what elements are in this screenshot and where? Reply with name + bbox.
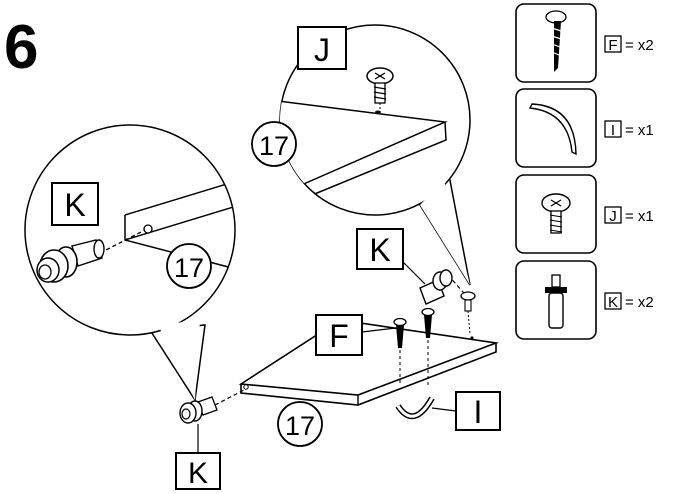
part-letter-i: I — [611, 122, 615, 139]
part-qty-j: = x1 — [625, 208, 654, 225]
callout-box — [455, 391, 501, 431]
callout-box — [356, 228, 404, 270]
zoom-bubble-top: J 17 — [251, 24, 471, 286]
main-board — [238, 319, 500, 406]
curved-bracket-icon — [528, 103, 577, 156]
callout-k-bottom: K — [188, 457, 208, 490]
callout-k-left: K — [64, 187, 85, 223]
part-qty-f: = x2 — [625, 37, 654, 54]
part-letter-j: J — [609, 208, 617, 225]
part-letter-f: F — [608, 37, 617, 54]
callout-box — [315, 314, 363, 356]
screw-j-icon — [366, 67, 394, 110]
screw-j-small-icon — [460, 291, 476, 335]
callout-box — [51, 182, 99, 226]
cam-dowel-icon — [545, 274, 567, 329]
zoom-bubble-left: K 17 — [24, 124, 236, 403]
screw-short-icon — [541, 193, 571, 234]
part-number-top: 17 — [259, 131, 289, 161]
callout-box — [297, 26, 347, 70]
part-number-main: 17 — [285, 411, 315, 441]
screws-f-icon — [393, 307, 435, 385]
screw-long-icon — [545, 10, 567, 72]
dowel-k-middle-icon — [419, 269, 471, 305]
callout-box — [175, 452, 221, 490]
dowel-k-large-icon — [36, 229, 146, 283]
part-number-left: 17 — [174, 253, 204, 283]
part-qty-k: = x2 — [625, 294, 654, 311]
part-card-i — [515, 88, 597, 168]
callout-i-bottom: I — [474, 394, 483, 430]
part-qty-i: = x1 — [625, 122, 654, 139]
callout-k-middle: K — [369, 232, 390, 268]
bracket-i-icon — [395, 396, 435, 420]
callout-f-middle: F — [329, 318, 349, 354]
callout-j-top: J — [314, 32, 330, 68]
dowel-k-bottom-icon — [179, 389, 245, 424]
step-number: 6 — [4, 13, 38, 82]
parts-list: F = x2 I = x1 J = x1 K = x2 — [515, 3, 654, 340]
part-letter-k: K — [608, 294, 618, 311]
